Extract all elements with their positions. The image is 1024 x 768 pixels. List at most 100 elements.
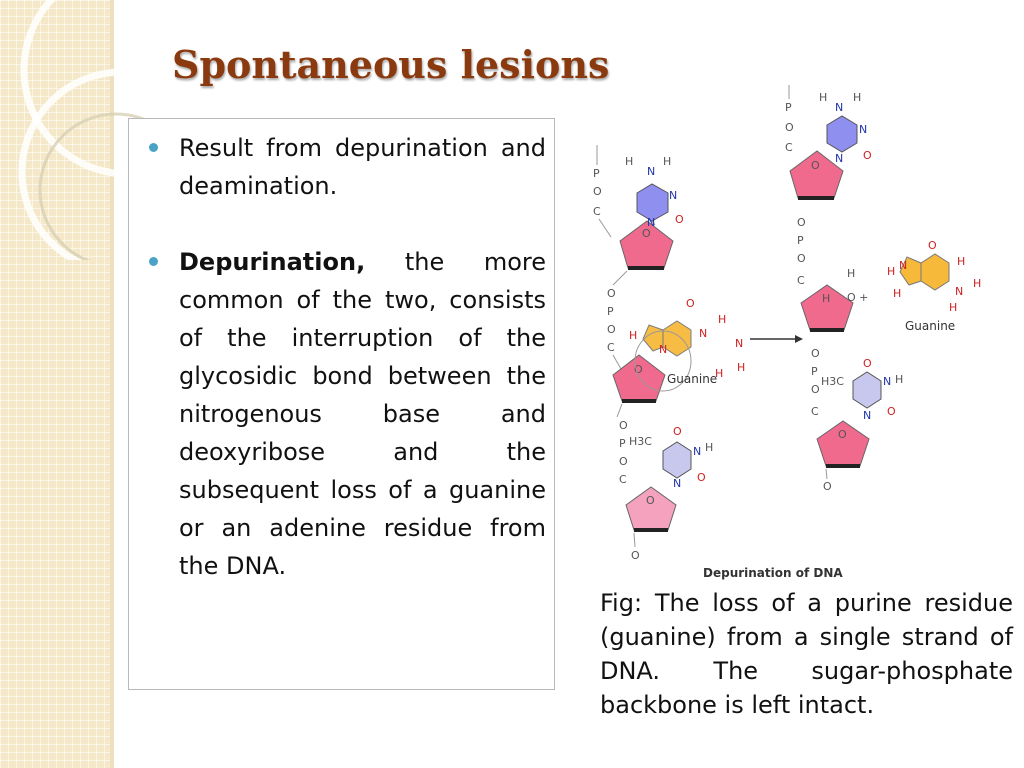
atom-label: P bbox=[593, 167, 600, 180]
atom-label: O bbox=[619, 455, 628, 468]
atom-label: H bbox=[887, 265, 895, 278]
atom-label: H bbox=[957, 255, 965, 268]
atom-label: O bbox=[797, 216, 806, 229]
atom-label: H bbox=[847, 267, 855, 280]
atom-label: N bbox=[699, 327, 707, 340]
sugar-ring-3 bbox=[625, 486, 677, 531]
atom-label: O bbox=[863, 149, 872, 162]
atom-label: O bbox=[928, 239, 937, 252]
bullet-dot-icon bbox=[149, 143, 158, 152]
guanine-label-right: Guanine bbox=[905, 319, 955, 333]
atom-label: O bbox=[619, 419, 628, 432]
atom-label: H bbox=[973, 277, 981, 290]
atom-label: O bbox=[785, 121, 794, 134]
diagram-title: Depurination of DNA bbox=[703, 566, 843, 580]
atom-label: O bbox=[642, 227, 651, 240]
atom-label: H bbox=[629, 329, 637, 342]
sugar-ring-right-1 bbox=[789, 150, 844, 199]
strip-edge bbox=[110, 0, 114, 768]
atom-label: C bbox=[593, 205, 601, 218]
atom-label: N bbox=[647, 216, 655, 229]
atom-label: H bbox=[705, 441, 713, 454]
guanine-ring-free bbox=[920, 253, 950, 291]
atom-label: O bbox=[811, 347, 820, 360]
atom-label: P bbox=[797, 234, 804, 247]
atom-label: N bbox=[735, 337, 743, 350]
atom-label: O bbox=[646, 494, 655, 507]
atom-label: H bbox=[737, 361, 745, 374]
atom-label: N bbox=[859, 123, 867, 136]
atom-label: N bbox=[659, 343, 667, 356]
atom-label: H bbox=[853, 91, 861, 104]
atom-label: H bbox=[893, 287, 901, 300]
bullet-list: Result from depurination and deamination… bbox=[149, 129, 546, 585]
atom-label: H bbox=[819, 91, 827, 104]
atom-label: O bbox=[797, 252, 806, 265]
atom-label: C bbox=[607, 341, 615, 354]
atom-label: O bbox=[863, 357, 872, 370]
atom-label: O bbox=[607, 287, 616, 300]
atom-label: O + bbox=[847, 291, 868, 304]
sugar-ring-right-2-abasic bbox=[800, 284, 854, 331]
bullet-2-bold-term: Depurination, bbox=[179, 248, 366, 276]
atom-label: O bbox=[823, 480, 832, 493]
atom-label: N bbox=[863, 409, 871, 422]
atom-label: H3C bbox=[629, 435, 652, 448]
atom-label: N bbox=[883, 375, 891, 388]
atom-label: C bbox=[797, 274, 805, 287]
atom-label: N bbox=[899, 259, 907, 272]
reaction-arrow bbox=[750, 335, 803, 343]
atom-label: O bbox=[811, 383, 820, 396]
atom-label: H bbox=[715, 367, 723, 380]
atom-label: C bbox=[619, 473, 627, 486]
atom-label: P bbox=[811, 365, 818, 378]
slide-title: Spontaneous lesions bbox=[172, 42, 610, 87]
sugar-ring-2 bbox=[612, 354, 666, 402]
atom-label: H bbox=[822, 292, 830, 305]
left-decorative-strip bbox=[0, 0, 114, 768]
bullet-item-2: Depurination, the more common of the two… bbox=[149, 243, 546, 585]
atom-label: N bbox=[693, 445, 701, 458]
atom-label: N bbox=[669, 189, 677, 202]
thymine-ring-right bbox=[852, 371, 882, 409]
atom-label: O bbox=[631, 549, 640, 562]
atom-label: P bbox=[607, 305, 614, 318]
bullet-dot-icon bbox=[149, 257, 158, 266]
atom-label: O bbox=[634, 363, 643, 376]
atom-label: H bbox=[625, 155, 633, 168]
atom-label: N bbox=[647, 165, 655, 178]
cytosine-ring-right bbox=[826, 115, 858, 153]
atom-label: C bbox=[785, 141, 793, 154]
atom-label: H3C bbox=[821, 375, 844, 388]
atom-label: N bbox=[955, 285, 963, 298]
atom-label: H bbox=[663, 155, 671, 168]
atom-label: N bbox=[673, 477, 681, 490]
figure-caption: Fig: The loss of a purine residue (guani… bbox=[600, 589, 1013, 719]
atom-label: P bbox=[619, 437, 626, 450]
atom-label: O bbox=[838, 428, 847, 441]
atom-label: O bbox=[607, 323, 616, 336]
atom-label: O bbox=[697, 471, 706, 484]
atom-label: H bbox=[895, 373, 903, 386]
atom-label: H bbox=[949, 301, 957, 314]
atom-label: O bbox=[811, 159, 820, 172]
sugar-ring-1 bbox=[619, 220, 674, 269]
bullet-1-text: Result from depurination and deamination… bbox=[179, 134, 546, 200]
right-strand: P O C O H N H N O N O P O C H H O + O H … bbox=[785, 85, 981, 493]
atom-label: O bbox=[887, 405, 896, 418]
atom-label: O bbox=[593, 185, 602, 198]
atom-label: N bbox=[835, 152, 843, 165]
atom-label: O bbox=[686, 297, 695, 310]
atom-label: C bbox=[811, 405, 819, 418]
bullet-item-1: Result from depurination and deamination… bbox=[149, 129, 546, 205]
atom-label: N bbox=[835, 101, 843, 114]
depurination-diagram: P O C O H N H N O N O P O C O O H N H H … bbox=[593, 85, 981, 580]
left-strand: P O C O H N H N O N O P O C O O H N H H … bbox=[593, 145, 745, 562]
atom-label: P bbox=[785, 101, 792, 114]
atom-label: H bbox=[718, 313, 726, 326]
thymine-ring-left bbox=[662, 441, 692, 479]
atom-label: O bbox=[675, 213, 684, 226]
cytosine-ring-left bbox=[636, 183, 669, 222]
cleaved-bond-circle bbox=[634, 330, 692, 392]
atom-label: O bbox=[673, 425, 682, 438]
